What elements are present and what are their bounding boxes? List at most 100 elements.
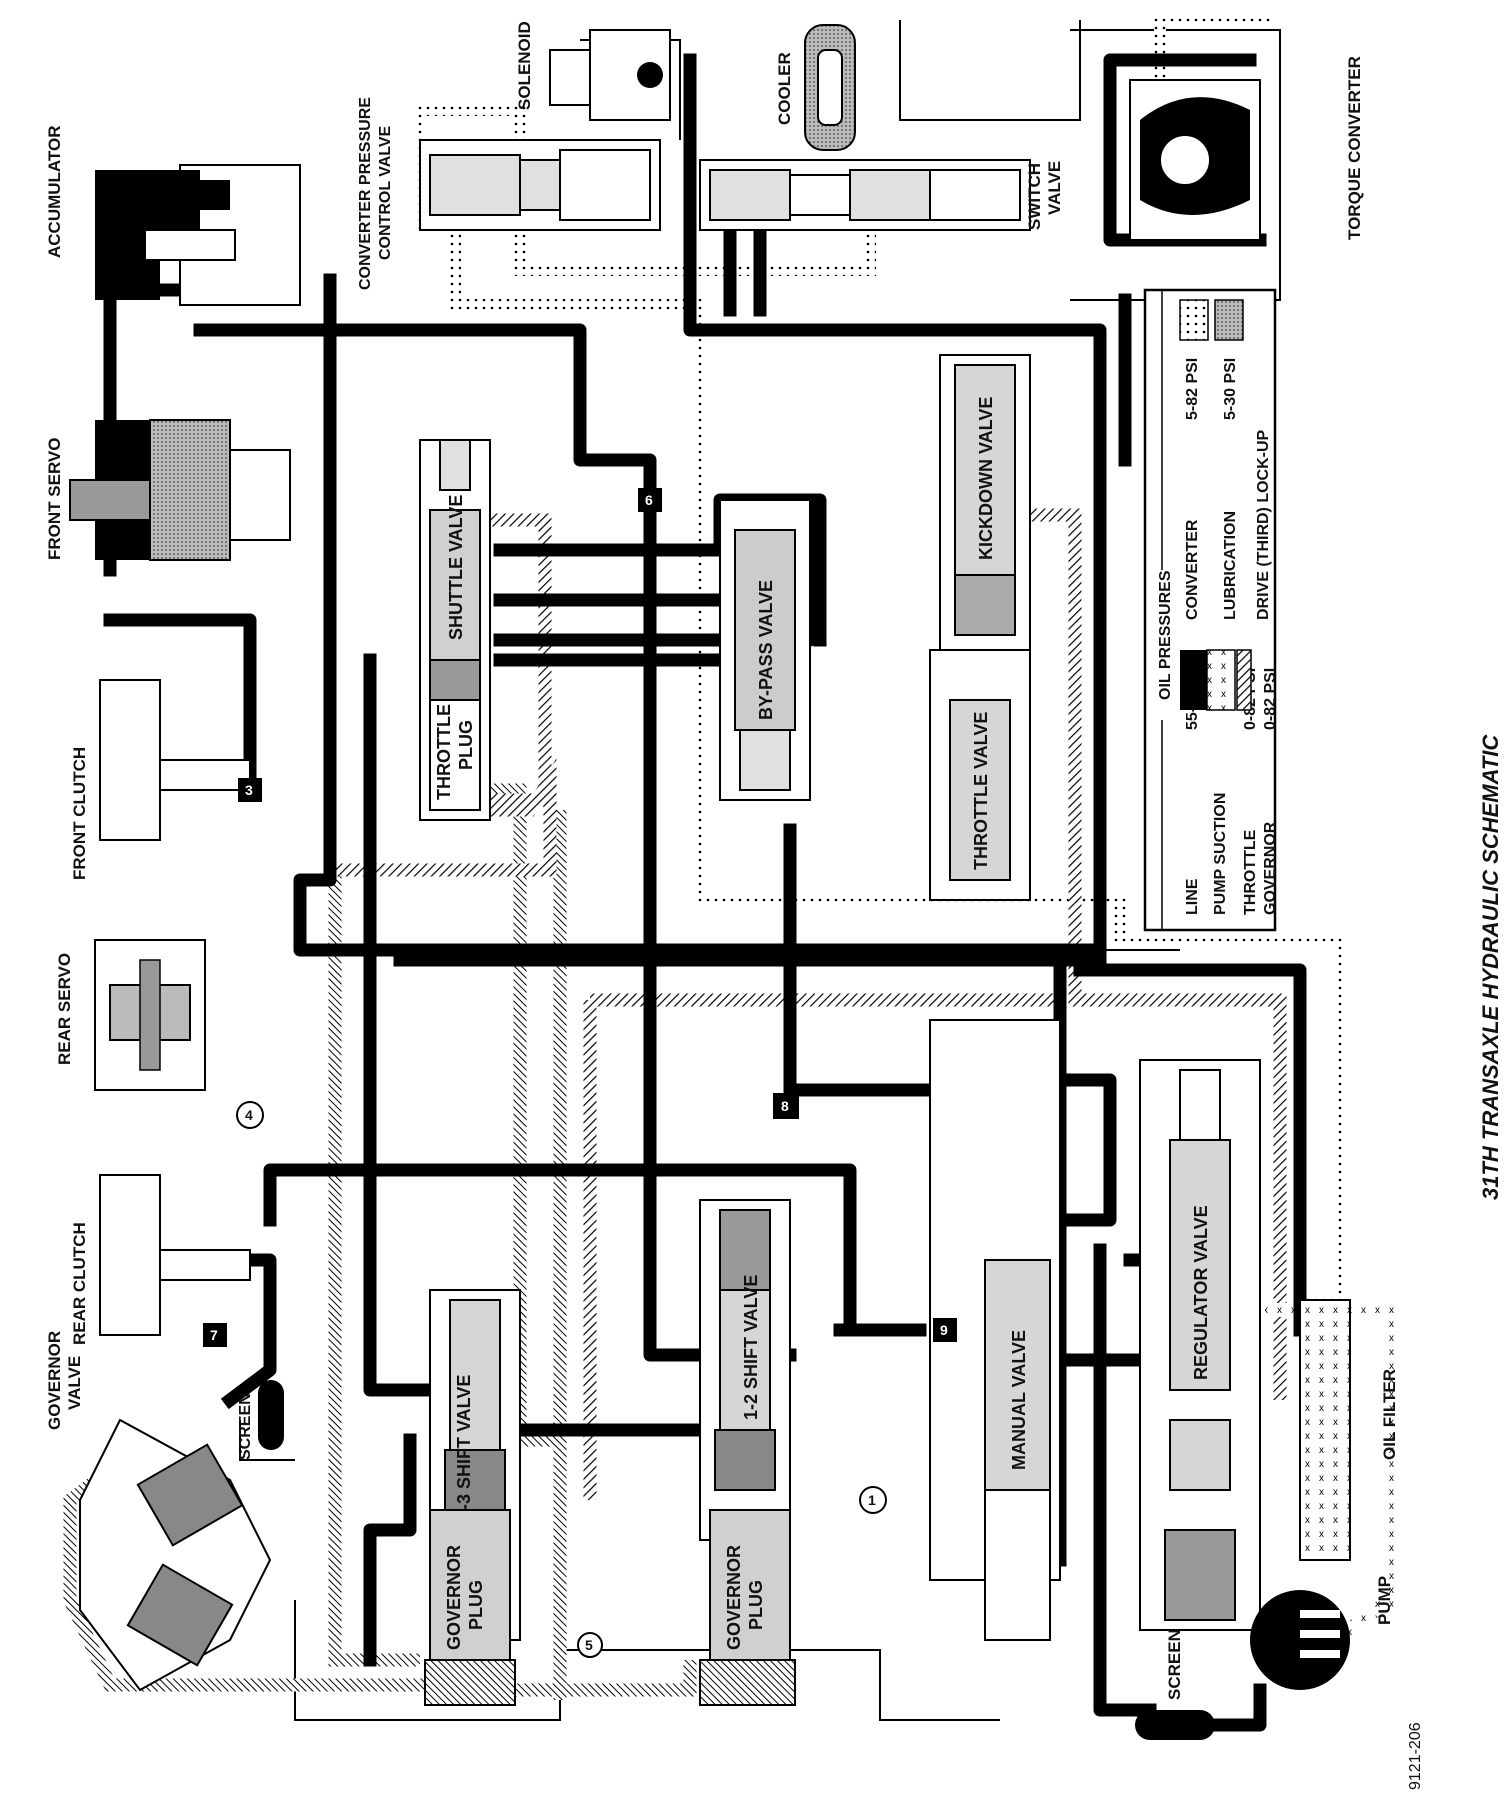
svg-text:1: 1 (868, 1492, 876, 1508)
legend-item-throttle: THROTTLE 0-82 PSI (1236, 649, 1259, 915)
throttle-plug-label-2: PLUG (456, 720, 476, 770)
shift-12-label: 1-2 SHIFT VALVE (741, 1275, 761, 1420)
legend-swatch-converter (1179, 299, 1209, 341)
bypass-valve-label: BY-PASS VALVE (756, 580, 776, 720)
circuit-marker-3: 3 (238, 778, 262, 802)
svg-text:9: 9 (940, 1322, 948, 1338)
governor-plug-a-label-1: GOVERNOR (444, 1545, 464, 1650)
governor-plug-a-label-2: PLUG (466, 1580, 486, 1630)
throttle-valve: THROTTLE VALVE (929, 649, 1031, 901)
cooler-label: COOLER (775, 52, 794, 125)
svg-text:5-30 PSI: 5-30 PSI (1222, 358, 1239, 420)
shift-valve-12: 1-2 SHIFT VALVE (699, 1199, 791, 1541)
governor-valve-label-2: VALVE (65, 1356, 84, 1410)
governor-valve-label-1: GOVERNOR (45, 1331, 64, 1430)
front-servo-label: FRONT SERVO (45, 438, 64, 560)
kickdown-valve: KICKDOWN VALVE (939, 354, 1031, 656)
rear-clutch: REAR CLUTCH (70, 1174, 251, 1345)
figure-number: 9121-206 (1407, 1722, 1424, 1790)
shuttle-valve: SHUTTLE VALVE (419, 439, 491, 821)
manual-valve-label: MANUAL VALVE (1009, 1330, 1029, 1470)
legend-item-governor: GOVERNOR 0-82 PSI (1262, 668, 1279, 915)
legend-mode: DRIVE (THIRD) LOCK-UP (1255, 429, 1272, 620)
screen-bottom-label: SCREEN (1165, 1629, 1184, 1700)
svg-text:6: 6 (645, 492, 653, 508)
bypass-valve: BY-PASS VALVE (719, 499, 811, 801)
switch-valve-label-1: SWITCH (1025, 163, 1044, 230)
front-servo: FRONT SERVO (45, 419, 291, 561)
svg-text:5: 5 (585, 1637, 593, 1653)
circuit-markers: 1 3 4 5 6 7 8 9 (203, 488, 957, 1658)
throttle-plug-label-1: THROTTLE (434, 704, 454, 800)
torque-converter: TORQUE CONVERTER (1129, 56, 1364, 241)
svg-text:8: 8 (781, 1098, 789, 1114)
circuit-marker-4: 4 (236, 1101, 264, 1129)
screen-left: SCREEN (237, 1380, 284, 1460)
circuit-marker-7: 7 (203, 1323, 227, 1347)
schematic-title: 31TH TRANSAXLE HYDRAULIC SCHEMATIC (1478, 734, 1503, 1200)
kickdown-valve-label: KICKDOWN VALVE (976, 397, 996, 560)
accumulator-label: ACCUMULATOR (45, 125, 64, 258)
legend-item-line: LINE 55-82 PSI (1180, 650, 1208, 915)
screen-left-label: SCREEN (237, 1393, 254, 1460)
shuttle-valve-label: SHUTTLE VALVE (446, 495, 466, 640)
throttle-plug: THROTTLE PLUG (429, 699, 481, 811)
manual-valve: MANUAL VALVE (929, 1019, 1061, 1641)
svg-text:LINE: LINE (1184, 878, 1201, 915)
cpcv-label-1: CONVERTER PRESSURE (357, 97, 374, 290)
shift-23-label: 2-3 SHIFT VALVE (454, 1375, 474, 1520)
governor-plug-a: GOVERNOR PLUG (424, 1509, 516, 1706)
svg-text:3: 3 (245, 782, 253, 798)
pump: PUMP (1250, 1576, 1394, 1690)
governor-lines (63, 783, 697, 1700)
governor-plug-b-label-2: PLUG (746, 1580, 766, 1630)
front-clutch: FRONT CLUTCH (70, 679, 251, 880)
svg-text:PUMP SUCTION: PUMP SUCTION (1212, 793, 1229, 915)
governor-plug-b: GOVERNOR PLUG (699, 1509, 796, 1706)
legend-swatch-lubrication (1214, 299, 1244, 341)
legend-item-lubrication: LUBRICATION 5-30 PSI (1214, 299, 1244, 620)
solenoid-label: SOLENOID (515, 21, 534, 110)
converter-pressure-control-valve: CONVERTER PRESSURE CONTROL VALVE (357, 97, 661, 290)
shift-valve-23: 2-3 SHIFT VALVE (429, 1289, 521, 1641)
circuit-marker-9: 9 (933, 1318, 957, 1342)
rear-servo: REAR SERVO (55, 939, 206, 1091)
legend-swatch-suction (1206, 649, 1236, 711)
torque-converter-label: TORQUE CONVERTER (1345, 56, 1364, 240)
svg-text:7: 7 (210, 1327, 218, 1343)
circuit-marker-5: 5 (577, 1632, 603, 1658)
regulator-valve-label: REGULATOR VALVE (1191, 1205, 1211, 1380)
legend-item-converter: CONVERTER 5-82 PSI (1179, 299, 1209, 620)
legend-swatch-line (1180, 650, 1208, 710)
cooler: COOLER (775, 24, 856, 151)
svg-text:LUBRICATION: LUBRICATION (1222, 511, 1239, 620)
governor-plug-b-label-1: GOVERNOR (724, 1545, 744, 1650)
pump-label: PUMP (1375, 1576, 1394, 1625)
rear-servo-label: REAR SERVO (55, 953, 74, 1065)
rear-clutch-label: REAR CLUTCH (70, 1222, 89, 1345)
circuit-marker-8: 8 (773, 1093, 799, 1119)
circuit-marker-1: 1 (859, 1486, 887, 1514)
accumulator: ACCUMULATOR (45, 125, 301, 306)
circuit-marker-6: 6 (638, 488, 662, 512)
svg-text:THROTTLE: THROTTLE (1242, 829, 1259, 915)
svg-text:GOVERNOR: GOVERNOR (1262, 821, 1279, 915)
throttle-valve-label: THROTTLE VALVE (971, 712, 991, 870)
cpcv-label-2: CONTROL VALVE (377, 125, 394, 260)
legend-item-pump-suction: PUMP SUCTION (1206, 649, 1236, 915)
svg-text:0-82 PSI: 0-82 PSI (1262, 668, 1279, 730)
svg-text:4: 4 (245, 1107, 253, 1123)
oil-filter-label: OIL FILTER (1380, 1369, 1399, 1460)
solenoid: SOLENOID (515, 21, 671, 121)
governor-valve: GOVERNOR VALVE (45, 1331, 272, 1692)
legend-heading: OIL PRESSURES (1157, 570, 1174, 700)
svg-text:5-82 PSI: 5-82 PSI (1184, 358, 1201, 420)
legend: OIL PRESSURES LINE 55-82 PSI PUMP SUCTIO… (1143, 288, 1279, 932)
screen-bottom: SCREEN (1135, 1629, 1267, 1740)
regulator-valve: REGULATOR VALVE (1139, 1059, 1261, 1631)
legend-swatch-throttle (1236, 649, 1252, 711)
switch-valve-label-2: VALVE (1045, 161, 1064, 215)
oil-filter: OIL FILTER (1299, 1299, 1399, 1561)
front-clutch-label: FRONT CLUTCH (70, 747, 89, 880)
